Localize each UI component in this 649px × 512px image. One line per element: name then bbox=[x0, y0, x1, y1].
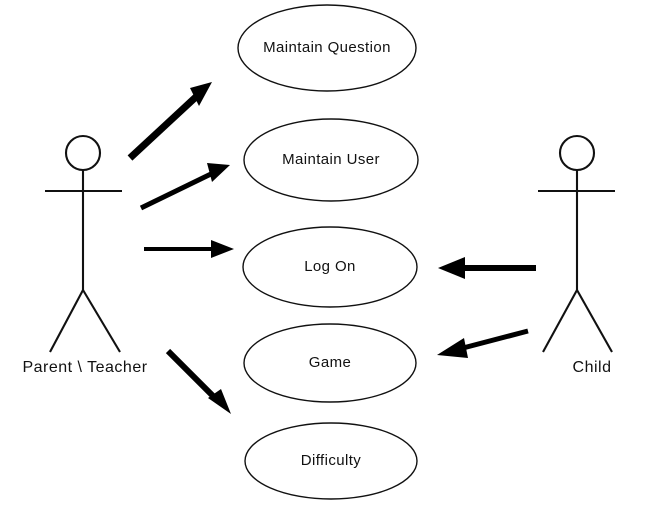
association-child-to-log-on[interactable] bbox=[438, 257, 536, 279]
use-case-label: Difficulty bbox=[301, 452, 362, 469]
use-case-ellipse bbox=[243, 118, 419, 202]
actor-label: Child bbox=[573, 359, 612, 376]
association-parent-to-maintain-question[interactable] bbox=[127, 82, 212, 161]
actor-head-icon bbox=[64, 134, 102, 172]
use-case-log-on[interactable]: Log On bbox=[242, 226, 418, 308]
association-line bbox=[165, 348, 219, 402]
association-line bbox=[139, 170, 215, 211]
arrow-head-icon bbox=[437, 338, 468, 358]
association-parent-to-maintain-user[interactable] bbox=[139, 163, 230, 211]
use-case-label: Maintain Question bbox=[263, 39, 391, 56]
actor-child[interactable]: Child bbox=[538, 134, 615, 376]
association-line bbox=[462, 328, 529, 351]
arrow-head-icon bbox=[211, 240, 234, 258]
actor-left-leg-line bbox=[49, 289, 84, 353]
use-case-ellipse bbox=[243, 323, 417, 403]
actor-head-icon bbox=[558, 134, 596, 172]
use-case-game[interactable]: Game bbox=[243, 323, 417, 403]
association-line bbox=[127, 92, 201, 161]
arrow-head-icon bbox=[207, 163, 230, 182]
actor-right-leg-line bbox=[82, 289, 121, 353]
actor-right-leg-line bbox=[576, 289, 613, 353]
use-case-maintain-user[interactable]: Maintain User bbox=[243, 118, 419, 202]
use-case-label: Maintain User bbox=[282, 151, 380, 168]
arrow-head-icon bbox=[208, 389, 231, 414]
use-case-label: Game bbox=[309, 354, 351, 371]
use-case-label: Log On bbox=[304, 258, 356, 275]
use-case-ellipse bbox=[244, 422, 418, 500]
association-child-to-game[interactable] bbox=[437, 328, 529, 358]
arrow-head-icon bbox=[190, 82, 212, 106]
actor-parent-teacher[interactable]: Parent \ Teacher bbox=[22, 134, 147, 376]
use-case-maintain-question[interactable]: Maintain Question bbox=[237, 4, 417, 92]
use-case-ellipse bbox=[242, 226, 418, 308]
association-parent-to-difficulty[interactable] bbox=[165, 348, 231, 414]
actor-left-leg-line bbox=[542, 289, 578, 353]
use-case-ellipse bbox=[237, 4, 417, 92]
association-parent-to-log-on[interactable] bbox=[144, 240, 234, 258]
use-case-difficulty[interactable]: Difficulty bbox=[244, 422, 418, 500]
actor-label: Parent \ Teacher bbox=[22, 359, 147, 376]
arrow-head-icon bbox=[438, 257, 465, 279]
